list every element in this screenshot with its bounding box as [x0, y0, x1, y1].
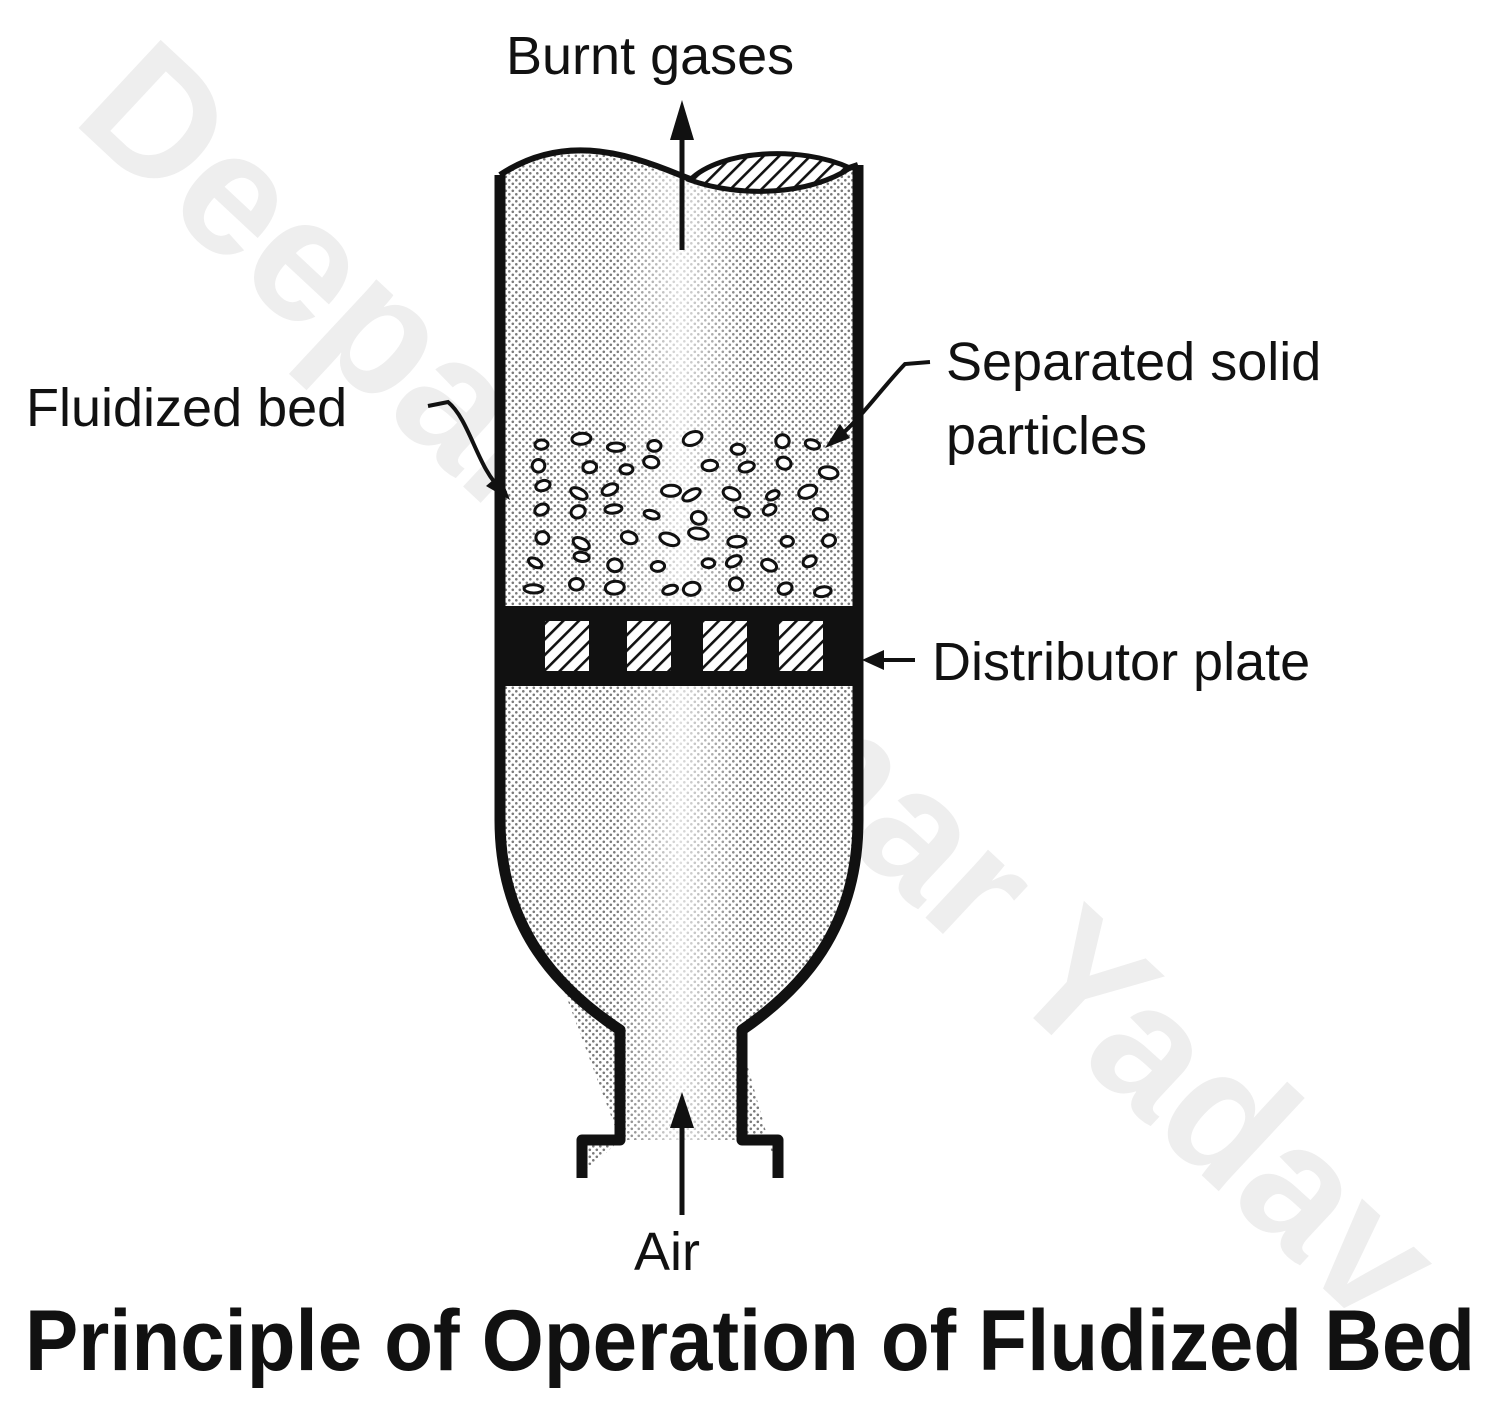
bed-particle	[779, 534, 795, 548]
fluidized-particles	[522, 429, 840, 599]
distributor-hole	[543, 619, 591, 673]
bed-particle	[603, 503, 624, 515]
distributor-hole	[625, 619, 673, 673]
vessel-outline	[494, 165, 864, 1178]
distributor-plate-leader-arrowhead	[862, 650, 884, 670]
bed-particle	[569, 504, 587, 520]
bed-particle	[534, 530, 551, 546]
bed-particle	[700, 458, 720, 473]
leader-lines	[427, 360, 931, 670]
bed-particle	[618, 463, 635, 476]
bed-particle	[817, 465, 840, 481]
cutaway-section	[685, 151, 856, 194]
diagram-title: Principle of Operation of Fludized Bed	[25, 1293, 1475, 1389]
bed-particle	[820, 533, 838, 548]
bed-particle	[729, 442, 747, 456]
bed-particle	[533, 502, 550, 517]
bed-particle	[642, 508, 661, 521]
bed-particle	[681, 580, 702, 597]
bed-particle	[721, 486, 742, 502]
bed-particle	[700, 557, 717, 570]
bed-particle	[533, 438, 550, 451]
bed-particle	[642, 454, 661, 470]
bed-particle	[619, 530, 639, 546]
fluidized-bed-leader-arrowhead	[486, 474, 510, 500]
bed-particle	[727, 576, 745, 592]
air-arrowhead	[670, 1092, 694, 1128]
separated-particles-label-line1: Separated solid	[946, 332, 1321, 392]
bed-particle	[801, 554, 818, 569]
distributor-plate-label: Distributor plate	[932, 632, 1310, 692]
bed-particle	[649, 559, 667, 573]
bed-particle	[606, 557, 624, 574]
bed-particle	[687, 526, 710, 541]
bed-particle	[774, 433, 791, 450]
bed-particle	[658, 531, 681, 548]
burnt-gases-arrowhead	[670, 100, 694, 140]
bed-particle	[803, 438, 822, 451]
bed-particle	[689, 510, 708, 526]
bed-particle	[764, 489, 781, 502]
burnt-gases-label: Burnt gases	[506, 26, 794, 86]
bed-particle	[775, 455, 793, 471]
separated-particles-label-line2: particles	[946, 406, 1147, 466]
bed-particle	[726, 534, 748, 549]
air-label: Air	[634, 1222, 700, 1282]
bed-particle	[570, 431, 593, 446]
bed-particle	[681, 487, 702, 503]
bed-particle	[568, 577, 585, 592]
bed-particle	[737, 460, 756, 474]
bed-particle	[660, 483, 682, 498]
bed-particle	[526, 556, 544, 570]
bed-particle	[534, 478, 552, 493]
distributor-hole	[777, 619, 825, 673]
bed-particle	[797, 483, 819, 500]
fluidized-bed-label: Fluidized bed	[26, 378, 347, 438]
bed-particle	[776, 581, 794, 596]
bed-particle	[733, 505, 751, 519]
bed-particle	[661, 583, 679, 596]
bed-particle	[812, 585, 833, 599]
bed-particle	[581, 460, 599, 475]
bed-particle	[760, 557, 779, 573]
separated-particles-leader-arrowhead	[825, 424, 850, 448]
bed-particle	[646, 438, 663, 453]
distributor-hole	[701, 619, 749, 673]
bed-particle	[603, 579, 626, 596]
bed-particle	[811, 507, 830, 522]
bed-particle	[571, 536, 591, 552]
bed-particle	[724, 554, 743, 569]
distributor-plate	[500, 606, 858, 686]
flow-arrows	[670, 100, 694, 1215]
bed-particle	[522, 583, 545, 595]
bed-particle	[569, 486, 589, 501]
bed-particle	[605, 441, 627, 453]
bed-particle	[761, 503, 778, 517]
bed-particle	[530, 457, 547, 474]
bed-particle	[681, 429, 704, 448]
bed-particle	[572, 550, 591, 564]
bed-particle	[600, 482, 620, 497]
